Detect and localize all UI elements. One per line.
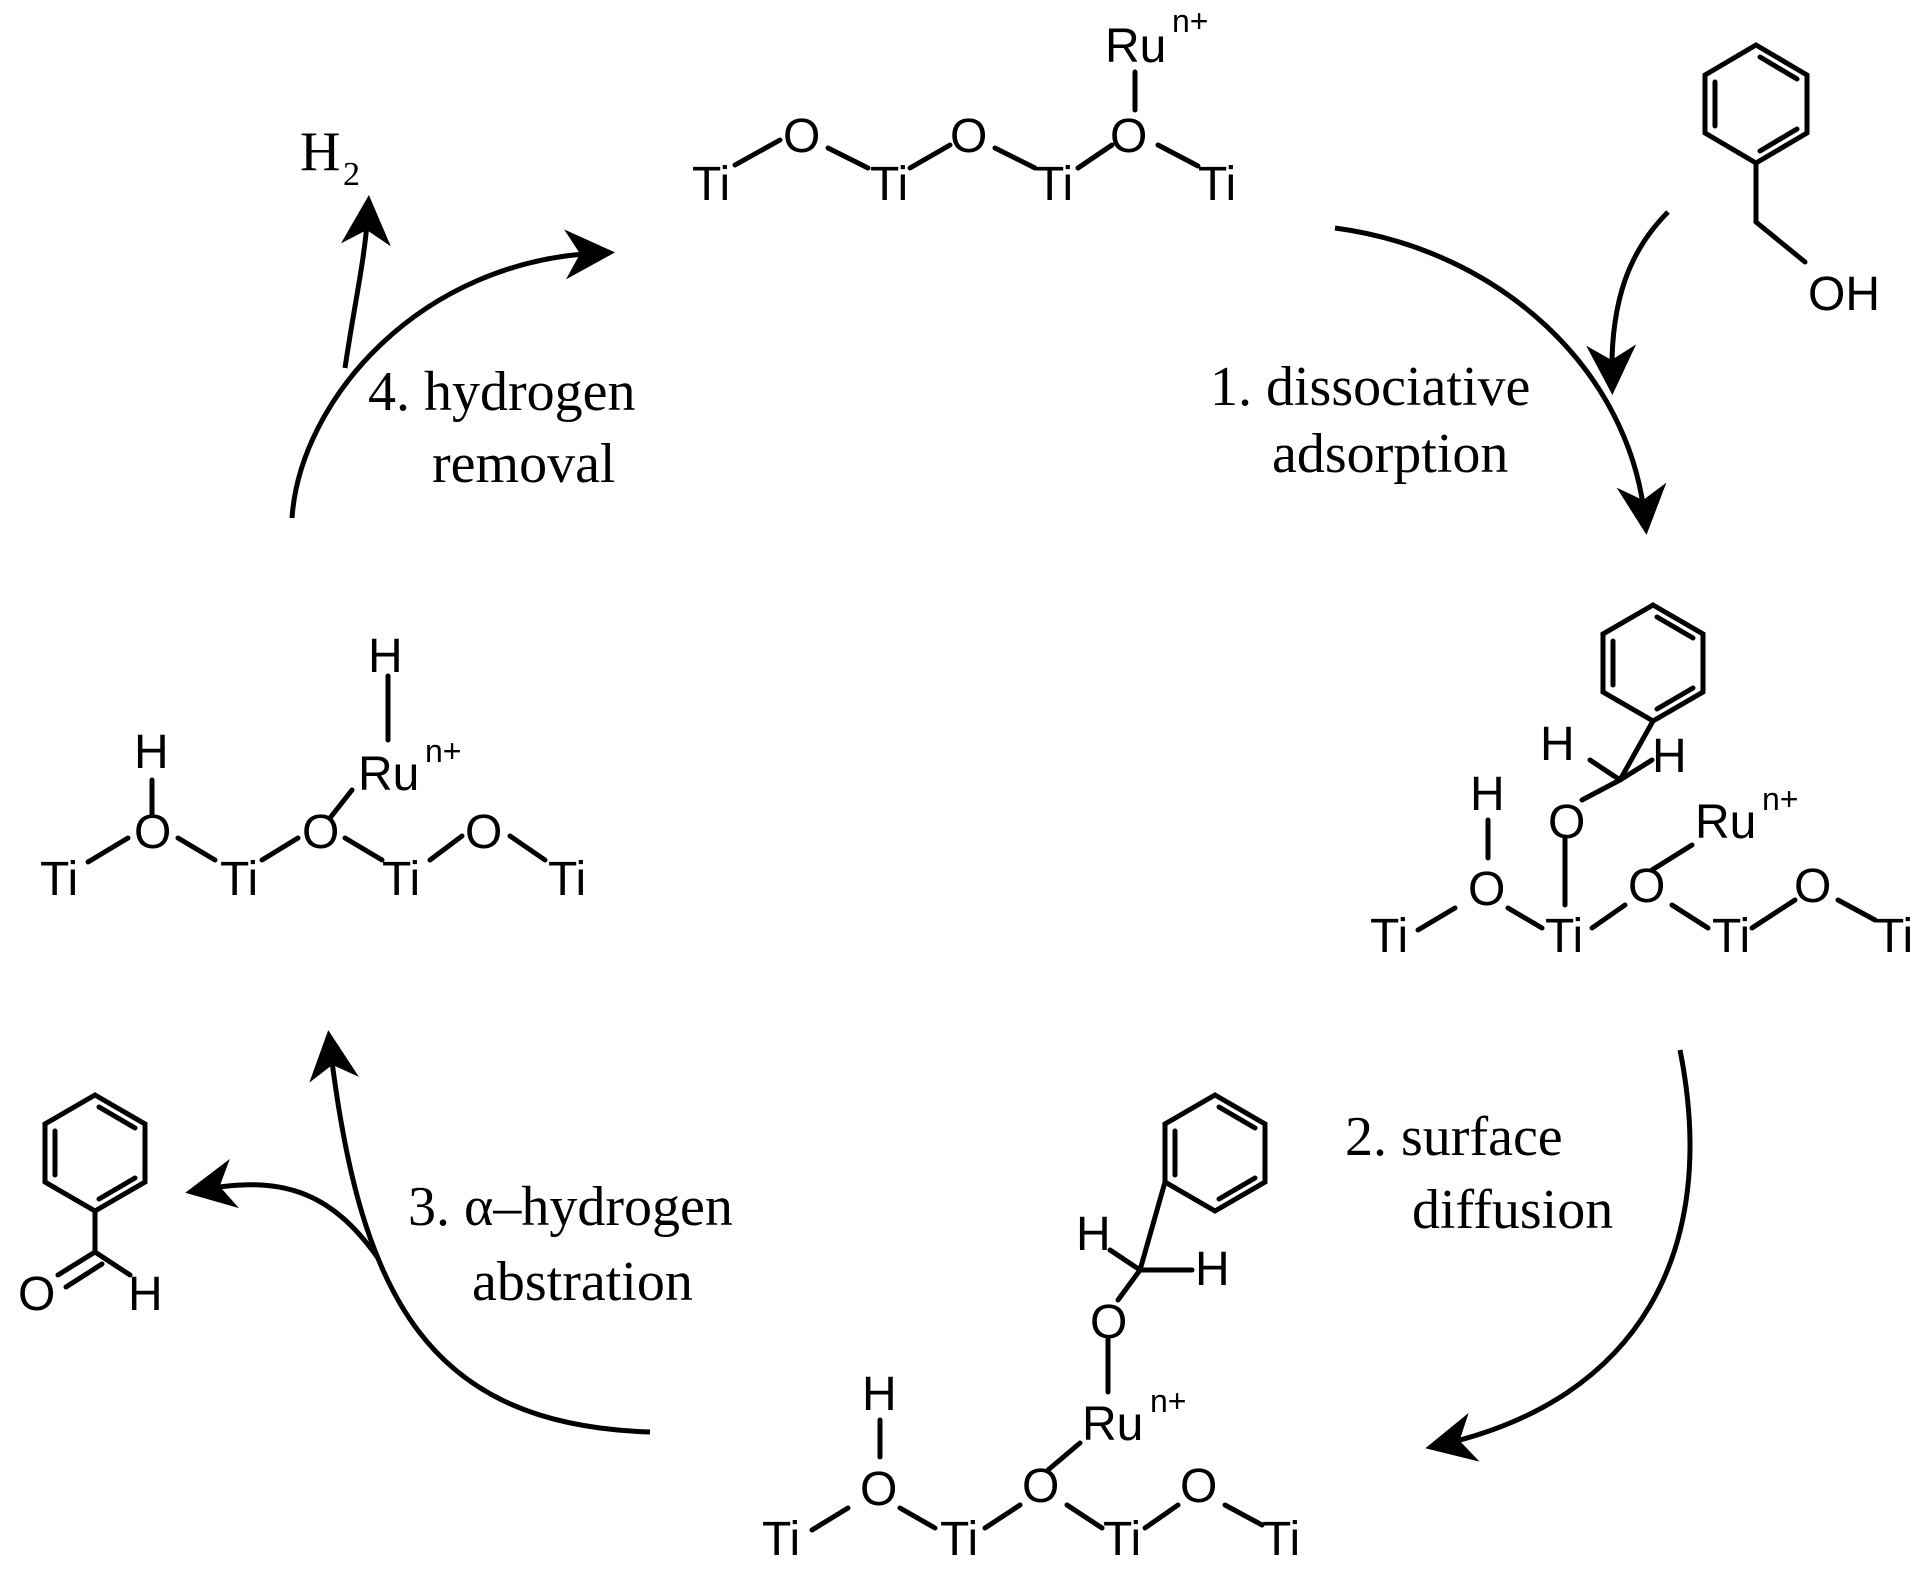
svg-text:Ti: Ti — [220, 853, 258, 906]
svg-text:Ti: Ti — [1198, 158, 1236, 211]
svg-text:OH: OH — [1808, 268, 1880, 321]
svg-text:H: H — [1540, 718, 1575, 771]
svg-text:Ru: Ru — [1695, 796, 1756, 849]
svg-text:H: H — [128, 1268, 163, 1321]
svg-text:O: O — [1794, 860, 1831, 913]
svg-text:O: O — [1022, 1460, 1059, 1513]
svg-text:Ru: Ru — [1082, 1398, 1143, 1451]
svg-text:n+: n+ — [425, 733, 461, 769]
step3-label-line1: 3. α–hydrogen — [408, 1176, 733, 1238]
svg-text:Ti: Ti — [1370, 910, 1408, 963]
catalyst-surface-top: Ti O Ti O Ti O Ti Ru n+ — [692, 3, 1236, 211]
svg-text:Ti: Ti — [1545, 910, 1583, 963]
svg-text:O: O — [465, 806, 502, 859]
svg-text:O: O — [1090, 1296, 1127, 1349]
h2-release-arrow — [340, 195, 391, 369]
svg-text:H: H — [300, 121, 340, 183]
step4-label-line2: removal — [432, 433, 615, 495]
hydrogen-molecule: H 2 — [300, 121, 360, 193]
svg-text:Ti: Ti — [1035, 158, 1073, 211]
svg-text:H: H — [368, 630, 403, 683]
svg-text:O: O — [134, 806, 171, 859]
svg-text:H: H — [862, 1368, 897, 1421]
svg-text:Ti: Ti — [382, 853, 420, 906]
svg-text:Ti: Ti — [548, 853, 586, 906]
svg-text:Ti: Ti — [940, 1513, 978, 1566]
step2-label-line1: 2. surface — [1345, 1106, 1563, 1168]
ru-hydride-intermediate: H Ru n+ H Ti O Ti O Ti O Ti — [40, 630, 586, 906]
svg-text:H: H — [1076, 1208, 1111, 1261]
svg-text:n+: n+ — [1172, 3, 1208, 39]
step1-label-line2: adsorption — [1272, 423, 1508, 485]
svg-text:O: O — [860, 1463, 897, 1516]
reactant-arrow — [1586, 210, 1670, 395]
svg-text:H: H — [1470, 768, 1505, 821]
svg-text:Ti: Ti — [1875, 910, 1913, 963]
svg-text:n+: n+ — [1150, 1383, 1186, 1419]
cycle-arrow-step1 — [1334, 225, 1667, 535]
step3-label-line2: abstration — [472, 1251, 693, 1313]
svg-text:Ti: Ti — [40, 853, 78, 906]
cycle-arrow-step4 — [289, 229, 615, 519]
svg-text:O: O — [302, 806, 339, 859]
svg-text:Ti: Ti — [762, 1513, 800, 1566]
svg-text:H: H — [134, 726, 169, 779]
svg-text:Ru: Ru — [358, 748, 419, 801]
svg-text:O: O — [1110, 110, 1147, 163]
svg-text:Ti: Ti — [692, 158, 730, 211]
product-arrow — [185, 1158, 381, 1260]
svg-text:2: 2 — [343, 156, 360, 193]
svg-text:H: H — [1652, 730, 1687, 783]
cycle-arrow-step3 — [309, 1030, 651, 1435]
svg-text:Ti: Ti — [870, 158, 908, 211]
svg-text:O: O — [1180, 1460, 1217, 1513]
svg-text:H: H — [1195, 1243, 1230, 1296]
adsorbed-alkoxide-intermediate: H H O Ti O H Ti O Ti O Ti Ru n+ — [1370, 602, 1913, 963]
svg-text:O: O — [950, 110, 987, 163]
cycle-arrow-step2 — [1425, 1049, 1693, 1462]
svg-text:O: O — [1548, 796, 1585, 849]
svg-text:O: O — [783, 110, 820, 163]
svg-text:O: O — [18, 1268, 55, 1321]
svg-text:Ru: Ru — [1105, 20, 1166, 73]
step1-label-line1: 1. dissociative — [1210, 356, 1530, 418]
ru-bound-alkoxide-intermediate: H H O Ti O H Ti O Ti O Ti Ru n+ — [762, 1092, 1300, 1566]
svg-text:O: O — [1628, 860, 1665, 913]
benzaldehyde-product: O H — [18, 1092, 163, 1321]
svg-text:Ti: Ti — [1262, 1513, 1300, 1566]
svg-text:O: O — [1468, 863, 1505, 916]
svg-text:Ti: Ti — [1712, 910, 1750, 963]
step4-label-line1: 4. hydrogen — [368, 361, 636, 423]
svg-text:Ti: Ti — [1103, 1513, 1141, 1566]
svg-text:n+: n+ — [1762, 781, 1798, 817]
benzyl-alcohol-reactant: OH — [1702, 42, 1880, 321]
step2-label-line2: diffusion — [1412, 1179, 1613, 1241]
